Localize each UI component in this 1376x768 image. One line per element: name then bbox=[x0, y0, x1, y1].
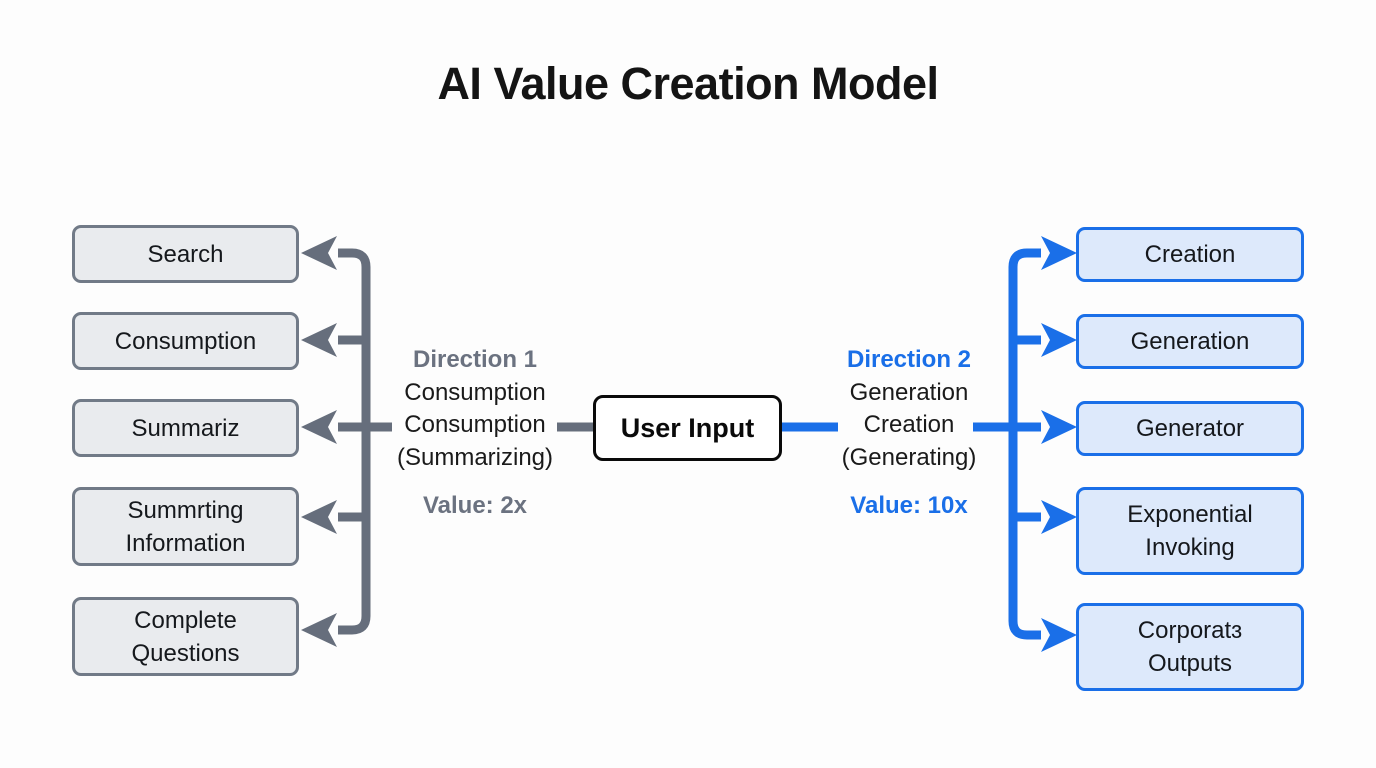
left-box-summrting-information: Summrting Information bbox=[72, 487, 299, 566]
direction-1-line-3: (Summarizing) bbox=[396, 443, 554, 471]
left-box-search: Search bbox=[72, 225, 299, 283]
direction-1-label: Direction 1 bbox=[412, 346, 538, 373]
direction-1-line-1: Consumption bbox=[404, 378, 546, 406]
gray-arrowhead-summariz bbox=[301, 410, 337, 444]
left-box-consumption: Consumption bbox=[72, 312, 299, 370]
direction-1-note: Direction 1 Consumption Consumption (Sum… bbox=[368, 344, 582, 523]
right-box-creation: Creation bbox=[1076, 227, 1304, 282]
right-box-generator: Generator bbox=[1076, 401, 1304, 456]
right-box-exponential-invoking: Exponential Invoking bbox=[1076, 487, 1304, 575]
blue-arrowhead-generator bbox=[1041, 410, 1077, 444]
blue-arrowhead-generation bbox=[1041, 323, 1077, 357]
direction-1-line-2: Consumption bbox=[404, 411, 546, 438]
direction-2-line-1: Generation bbox=[849, 378, 969, 406]
gray-arrowhead-complete bbox=[301, 613, 337, 647]
gray-trunk-line bbox=[338, 248, 371, 635]
blue-trunk-line bbox=[1008, 248, 1041, 640]
blue-arrowhead-creation bbox=[1041, 236, 1077, 270]
user-input-box: User Input bbox=[593, 395, 782, 461]
direction-1-value: Value: 2x bbox=[422, 492, 528, 519]
gray-arrowhead-search bbox=[301, 236, 337, 270]
gray-arrowhead-consumption bbox=[301, 323, 337, 357]
diagram-title: AI Value Creation Model bbox=[437, 58, 939, 109]
direction-2-label: Direction 2 bbox=[846, 346, 972, 373]
right-box-corporate-outputs: Corporatɜ Outputs bbox=[1076, 603, 1304, 691]
left-box-complete-questions: Complete Questions bbox=[72, 597, 299, 676]
left-box-summariz: Summariz bbox=[72, 399, 299, 457]
blue-arrowhead-corporate bbox=[1041, 618, 1077, 652]
blue-arrowhead-exponential bbox=[1041, 500, 1077, 534]
direction-2-note: Direction 2 Generation Creation (Generat… bbox=[802, 344, 1016, 523]
direction-2-line-2: Creation bbox=[863, 411, 955, 438]
direction-2-line-3: (Generating) bbox=[841, 443, 977, 471]
gray-arrowhead-summrting bbox=[301, 500, 337, 534]
right-box-generation: Generation bbox=[1076, 314, 1304, 369]
direction-2-value: Value: 10x bbox=[850, 492, 968, 519]
